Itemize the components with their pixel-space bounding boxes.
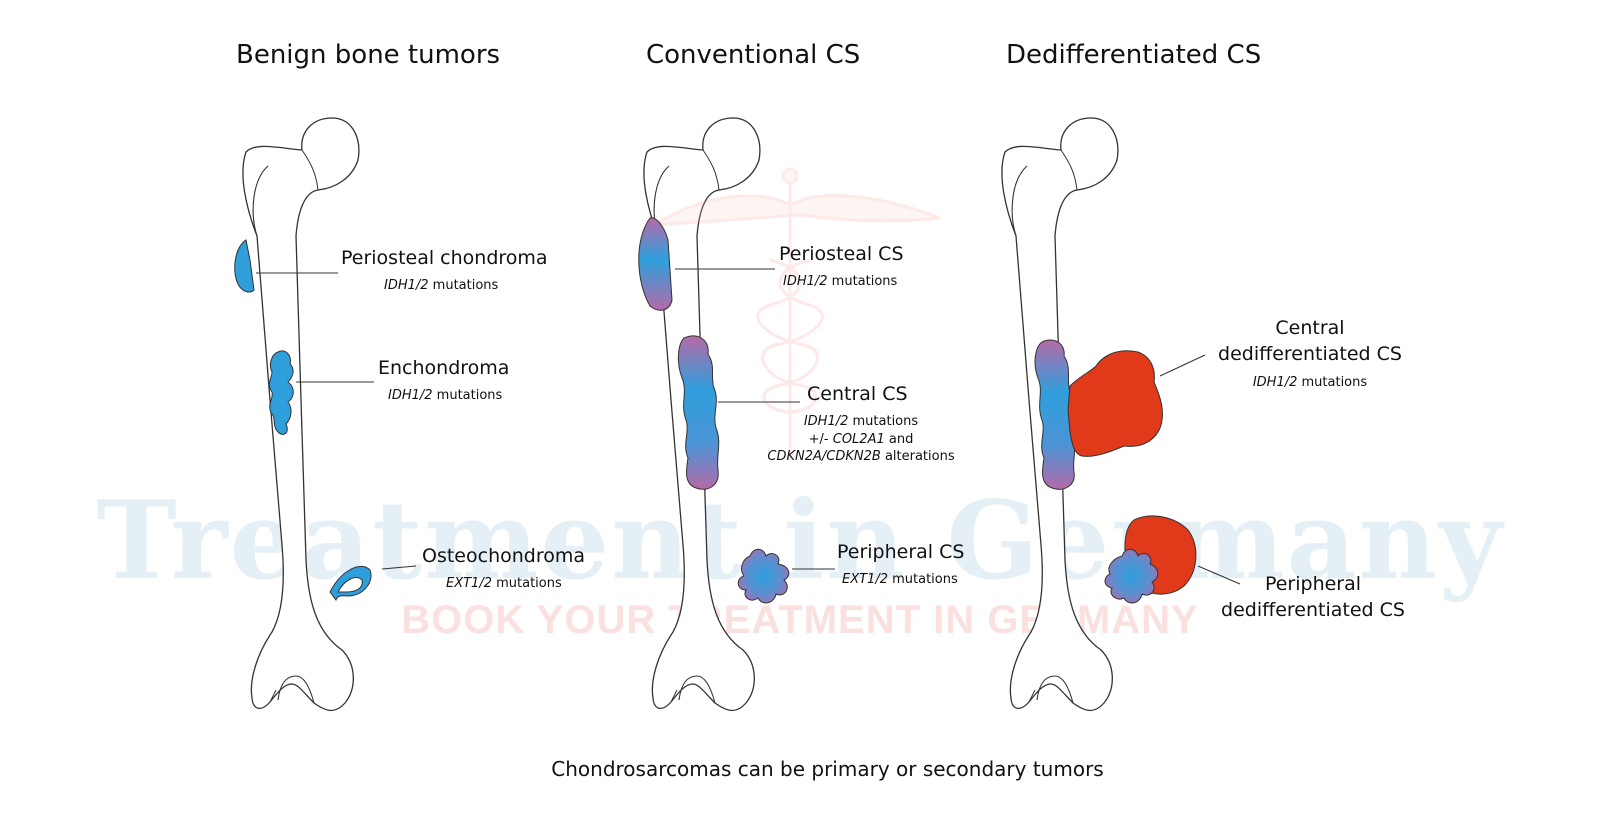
title-benign: Benign bone tumors: [236, 40, 501, 70]
leader-peripheral-dd: [1197, 565, 1241, 585]
central-cs-lesion: [677, 335, 720, 490]
label-peripheral-dedifferentiated-cs: Peripheral dedifferentiated CS: [1221, 573, 1405, 621]
enchondroma-lesion: [268, 350, 294, 435]
mutation-peripheral-cs: EXT1/2 mutations: [842, 572, 958, 587]
figure-footnote: Chondrosarcomas can be primary or second…: [551, 757, 1104, 781]
label-peripheral-cs: Peripheral CS: [837, 541, 965, 563]
femur-benign: [242, 117, 360, 712]
caduceus-watermark: [649, 167, 941, 460]
mutation-central-cs: IDH1/2 mutations +/- COL2A1 and CDKN2A/C…: [767, 414, 955, 465]
label-periosteal-cs: Periosteal CS: [779, 243, 904, 265]
mutation-enchondroma: IDH1/2 mutations: [388, 388, 503, 403]
leader-central-dd: [1159, 354, 1206, 377]
periosteal-chondroma-lesion: [234, 239, 255, 293]
mutation-periosteal-chondroma: IDH1/2 mutations: [384, 278, 499, 293]
title-conventional: Conventional CS: [646, 40, 861, 70]
central-dd-red-mass: [1067, 350, 1163, 457]
peripheral-dd-cartilage-lesion: [1104, 548, 1159, 604]
label-central-cs: Central CS: [807, 383, 908, 405]
title-dedifferentiated: Dedifferentiated CS: [1006, 40, 1262, 70]
leader-osteochondroma: [381, 565, 417, 570]
label-enchondroma: Enchondroma: [378, 357, 510, 379]
label-central-dedifferentiated-cs: Central dedifferentiated CS: [1218, 317, 1402, 365]
mutation-osteochondroma: EXT1/2 mutations: [446, 576, 562, 591]
central-dd-cartilage-lesion: [1034, 339, 1076, 490]
mutation-central-dedifferentiated-cs: IDH1/2 mutations: [1252, 375, 1368, 390]
mutation-periosteal-cs: IDH1/2 mutations: [783, 274, 898, 289]
label-osteochondroma: Osteochondroma: [422, 545, 586, 567]
label-periosteal-chondroma: Periosteal chondroma: [341, 247, 548, 269]
periosteal-cs-lesion: [638, 217, 673, 311]
peripheral-cs-lesion: [737, 548, 790, 604]
